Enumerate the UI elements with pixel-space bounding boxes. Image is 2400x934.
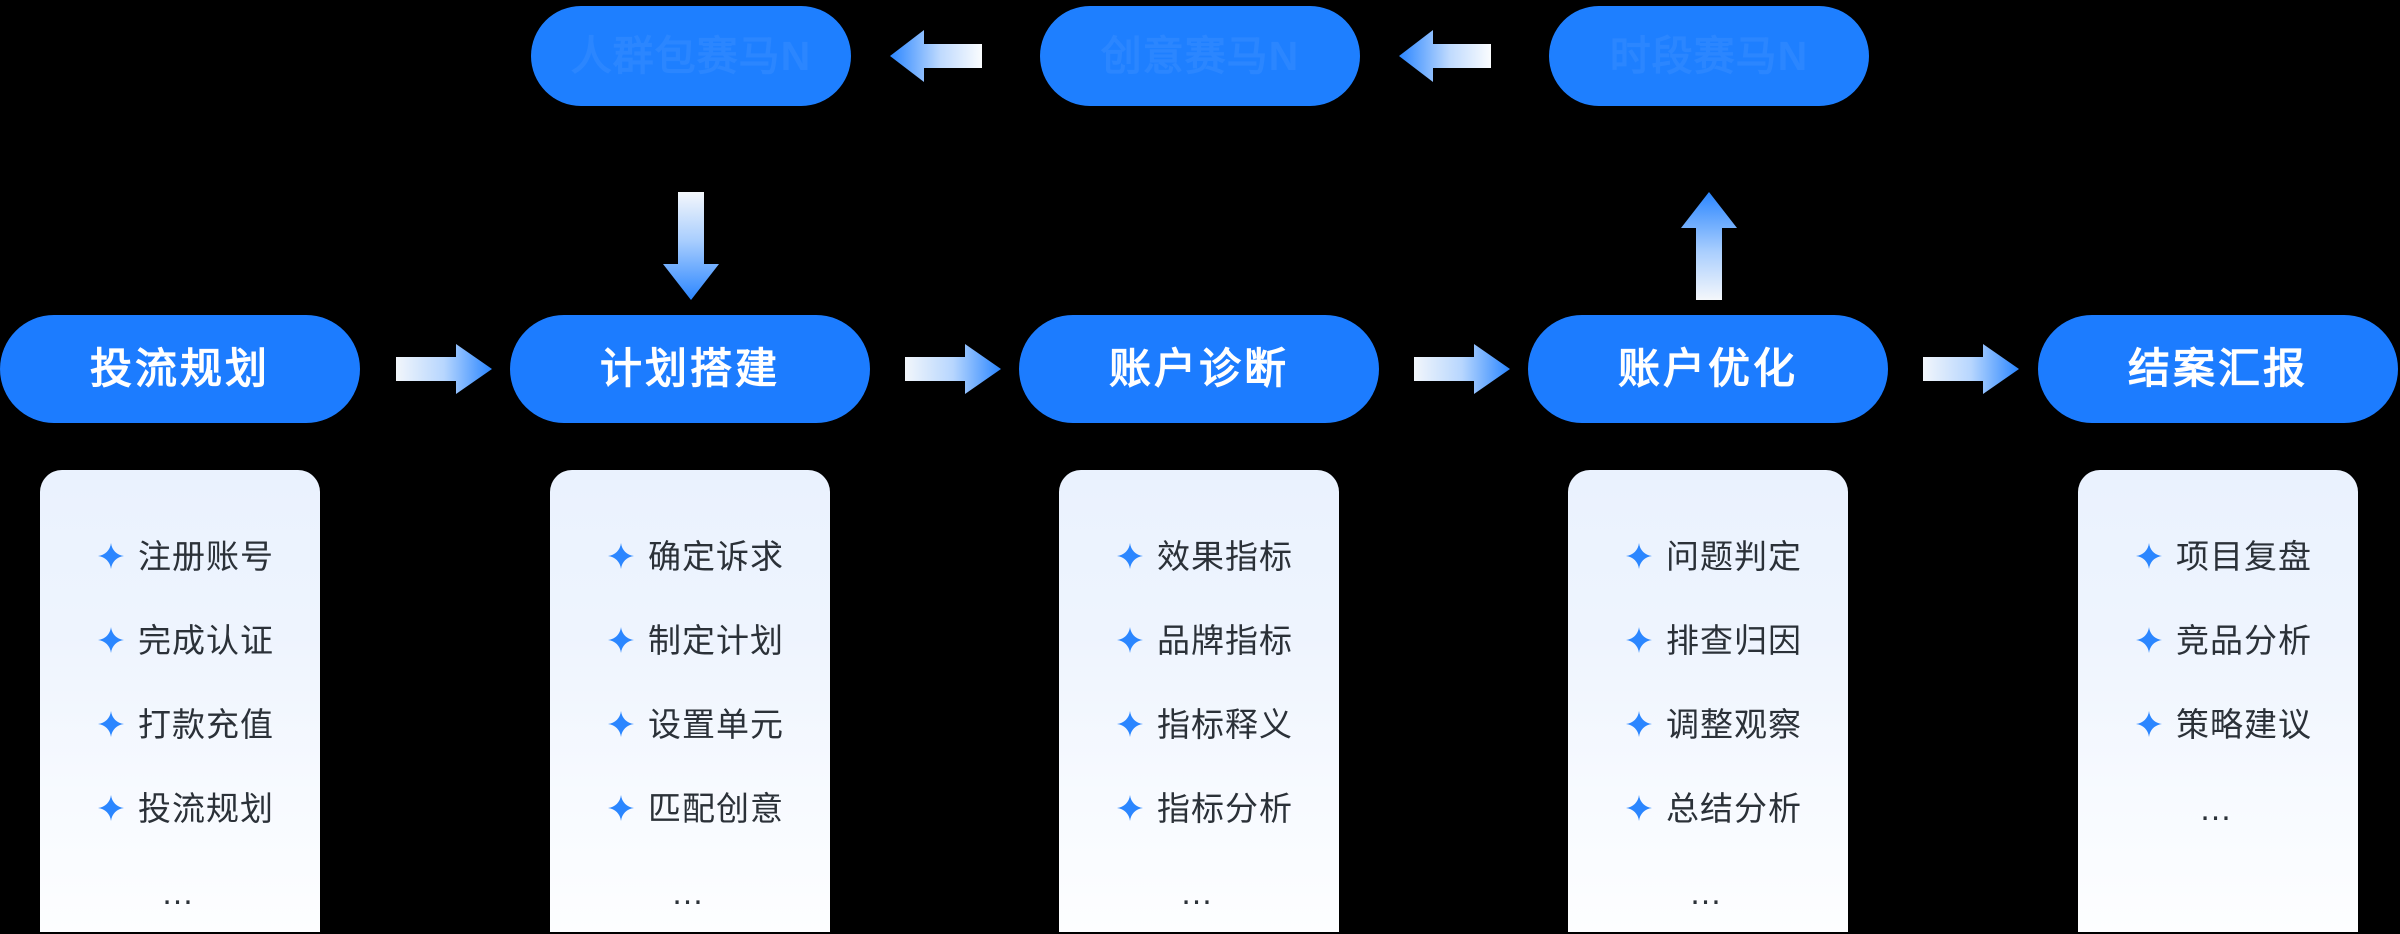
- list-item[interactable]: 项目复盘: [2078, 514, 2358, 598]
- list-item[interactable]: 排查归因: [1568, 598, 1848, 682]
- stage-label: 投流规划: [89, 345, 270, 392]
- list-item-label: 项目复盘: [2176, 537, 2312, 575]
- detail-card-campaign-setup: 确定诉求 制定计划 设置单元 匹配创意 …: [550, 470, 830, 932]
- stage-label: 结案汇报: [2127, 345, 2308, 392]
- top-pill-audience-race[interactable]: 人群包赛马N: [531, 6, 851, 106]
- detail-card-final-report: 项目复盘 竞品分析 策略建议 …: [2078, 470, 2358, 932]
- list-item-label: 匹配创意: [648, 789, 784, 827]
- arrow-right-icon: [905, 343, 1001, 395]
- list-item-label: 问题判定: [1666, 537, 1802, 575]
- list-item[interactable]: 调整观察: [1568, 682, 1848, 766]
- arrow-down-icon: [660, 192, 722, 300]
- star-bullet-icon: [2136, 543, 2162, 569]
- list-item-label: 制定计划: [648, 621, 784, 659]
- list-item[interactable]: 策略建议: [2078, 682, 2358, 766]
- list-item-label: 设置单元: [648, 705, 784, 743]
- star-bullet-icon: [98, 543, 124, 569]
- arrow-left-icon: [890, 28, 982, 84]
- star-bullet-icon: [608, 543, 634, 569]
- stage-label: 账户诊断: [1108, 345, 1289, 392]
- list-item[interactable]: 完成认证: [40, 598, 320, 682]
- star-bullet-icon: [1626, 627, 1652, 653]
- star-bullet-icon: [1117, 543, 1143, 569]
- stage-pill-campaign-setup[interactable]: 计划搭建: [510, 315, 870, 423]
- ellipsis-label: …: [1180, 873, 1218, 911]
- star-bullet-icon: [2136, 627, 2162, 653]
- detail-cards-row: 注册账号 完成认证 打款充值 投流规划 … 确定诉求: [0, 470, 2400, 932]
- star-bullet-icon: [98, 627, 124, 653]
- list-ellipsis: …: [1059, 850, 1339, 934]
- star-bullet-icon: [608, 795, 634, 821]
- list-item-label: 确定诉求: [648, 537, 784, 575]
- ellipsis-label: …: [1689, 873, 1727, 911]
- stage-pill-final-report[interactable]: 结案汇报: [2038, 315, 2398, 423]
- star-bullet-icon: [608, 627, 634, 653]
- top-race-row: 人群包赛马N 创意赛马N: [0, 6, 2400, 106]
- list-item-label: 指标分析: [1157, 789, 1293, 827]
- top-pill-label: 时段赛马N: [1609, 32, 1809, 79]
- ellipsis-label: …: [671, 873, 709, 911]
- star-bullet-icon: [1117, 711, 1143, 737]
- top-pill-label: 创意赛马N: [1100, 32, 1300, 79]
- list-item-label: 总结分析: [1666, 789, 1802, 827]
- star-bullet-icon: [1626, 711, 1652, 737]
- star-bullet-icon: [1117, 795, 1143, 821]
- top-pill-label: 人群包赛马N: [570, 32, 812, 79]
- list-item[interactable]: 设置单元: [550, 682, 830, 766]
- list-item[interactable]: 指标释义: [1059, 682, 1339, 766]
- detail-card-planning: 注册账号 完成认证 打款充值 投流规划 …: [40, 470, 320, 932]
- star-bullet-icon: [98, 711, 124, 737]
- ellipsis-label: …: [2199, 789, 2237, 827]
- list-item-label: 指标释义: [1157, 705, 1293, 743]
- list-item[interactable]: 制定计划: [550, 598, 830, 682]
- ellipsis-label: …: [161, 873, 199, 911]
- top-pill-creative-race[interactable]: 创意赛马N: [1040, 6, 1360, 106]
- list-item[interactable]: 匹配创意: [550, 766, 830, 850]
- list-item[interactable]: 竞品分析: [2078, 598, 2358, 682]
- list-item[interactable]: 总结分析: [1568, 766, 1848, 850]
- arrow-right-icon: [396, 343, 492, 395]
- arrow-right-icon: [1923, 343, 2019, 395]
- list-item[interactable]: 指标分析: [1059, 766, 1339, 850]
- list-item-label: 投流规划: [138, 789, 274, 827]
- list-ellipsis: …: [550, 850, 830, 934]
- list-item[interactable]: 效果指标: [1059, 514, 1339, 598]
- detail-card-account-optimization: 问题判定 排查归因 调整观察 总结分析 …: [1568, 470, 1848, 932]
- list-item[interactable]: 品牌指标: [1059, 598, 1339, 682]
- star-bullet-icon: [1626, 543, 1652, 569]
- list-item-label: 注册账号: [138, 537, 274, 575]
- stage-label: 计划搭建: [599, 345, 780, 392]
- top-pill-timeslot-race[interactable]: 时段赛马N: [1549, 6, 1869, 106]
- detail-card-account-diagnosis: 效果指标 品牌指标 指标释义 指标分析 …: [1059, 470, 1339, 932]
- list-item-label: 排查归因: [1666, 621, 1802, 659]
- list-ellipsis: …: [1568, 850, 1848, 934]
- star-bullet-icon: [1117, 627, 1143, 653]
- list-item-label: 效果指标: [1157, 537, 1293, 575]
- stage-pill-account-optimization[interactable]: 账户优化: [1528, 315, 1888, 423]
- star-bullet-icon: [98, 795, 124, 821]
- list-item-label: 竞品分析: [2176, 621, 2312, 659]
- arrow-up-icon: [1678, 192, 1740, 300]
- arrow-left-icon: [1399, 28, 1491, 84]
- main-stage-row: 投流规划 计划搭建: [0, 315, 2400, 423]
- list-item-label: 品牌指标: [1157, 621, 1293, 659]
- list-item[interactable]: 确定诉求: [550, 514, 830, 598]
- stage-label: 账户优化: [1617, 345, 1798, 392]
- list-item[interactable]: 注册账号: [40, 514, 320, 598]
- list-ellipsis: …: [40, 850, 320, 934]
- star-bullet-icon: [608, 711, 634, 737]
- list-item-label: 完成认证: [138, 621, 274, 659]
- list-item[interactable]: 打款充值: [40, 682, 320, 766]
- star-bullet-icon: [1626, 795, 1652, 821]
- stage-pill-account-diagnosis[interactable]: 账户诊断: [1019, 315, 1379, 423]
- star-bullet-icon: [2136, 711, 2162, 737]
- list-item-label: 打款充值: [138, 705, 274, 743]
- arrow-right-icon: [1414, 343, 1510, 395]
- list-ellipsis: …: [2078, 766, 2358, 850]
- list-item-label: 调整观察: [1666, 705, 1802, 743]
- stage-pill-planning[interactable]: 投流规划: [0, 315, 360, 423]
- list-item-label: 策略建议: [2176, 705, 2312, 743]
- list-item[interactable]: 投流规划: [40, 766, 320, 850]
- list-item[interactable]: 问题判定: [1568, 514, 1848, 598]
